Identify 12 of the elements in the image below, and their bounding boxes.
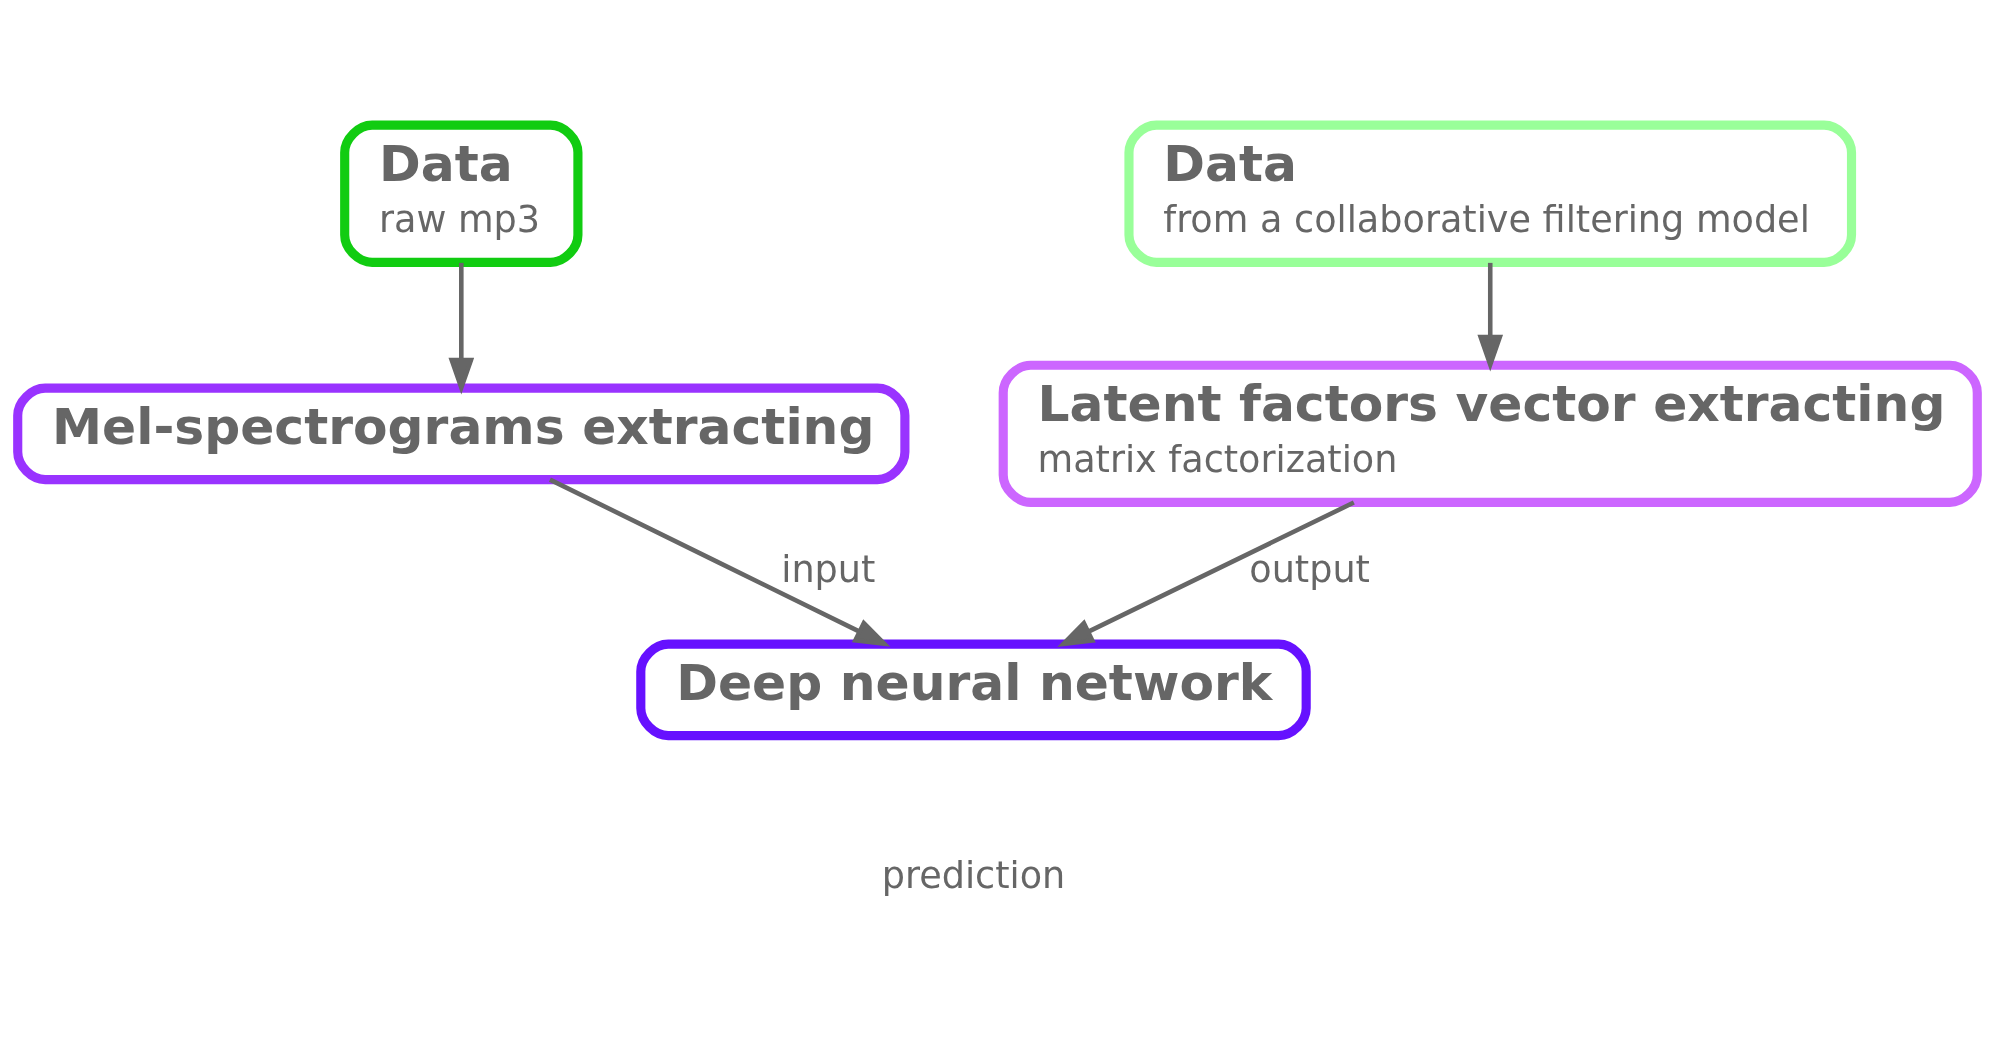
- node-box: Data raw mp3: [340, 120, 583, 267]
- node-box: Mel-spectrograms extracting: [13, 383, 910, 485]
- node-box: Latent factors vector extracting matrix factorization: [998, 360, 1982, 507]
- edge-label: output: [1249, 547, 1370, 591]
- edge-label: input: [781, 547, 876, 591]
- arrow: [448, 262, 475, 395]
- arrow: [548, 477, 891, 647]
- arrow: [1477, 262, 1504, 372]
- node-label: prediction: [881, 854, 1066, 898]
- arrow: [1057, 500, 1355, 647]
- node-box: Deep neural network: [636, 639, 1311, 741]
- node-box: Data from a collaborative filtering model: [1124, 120, 1857, 267]
